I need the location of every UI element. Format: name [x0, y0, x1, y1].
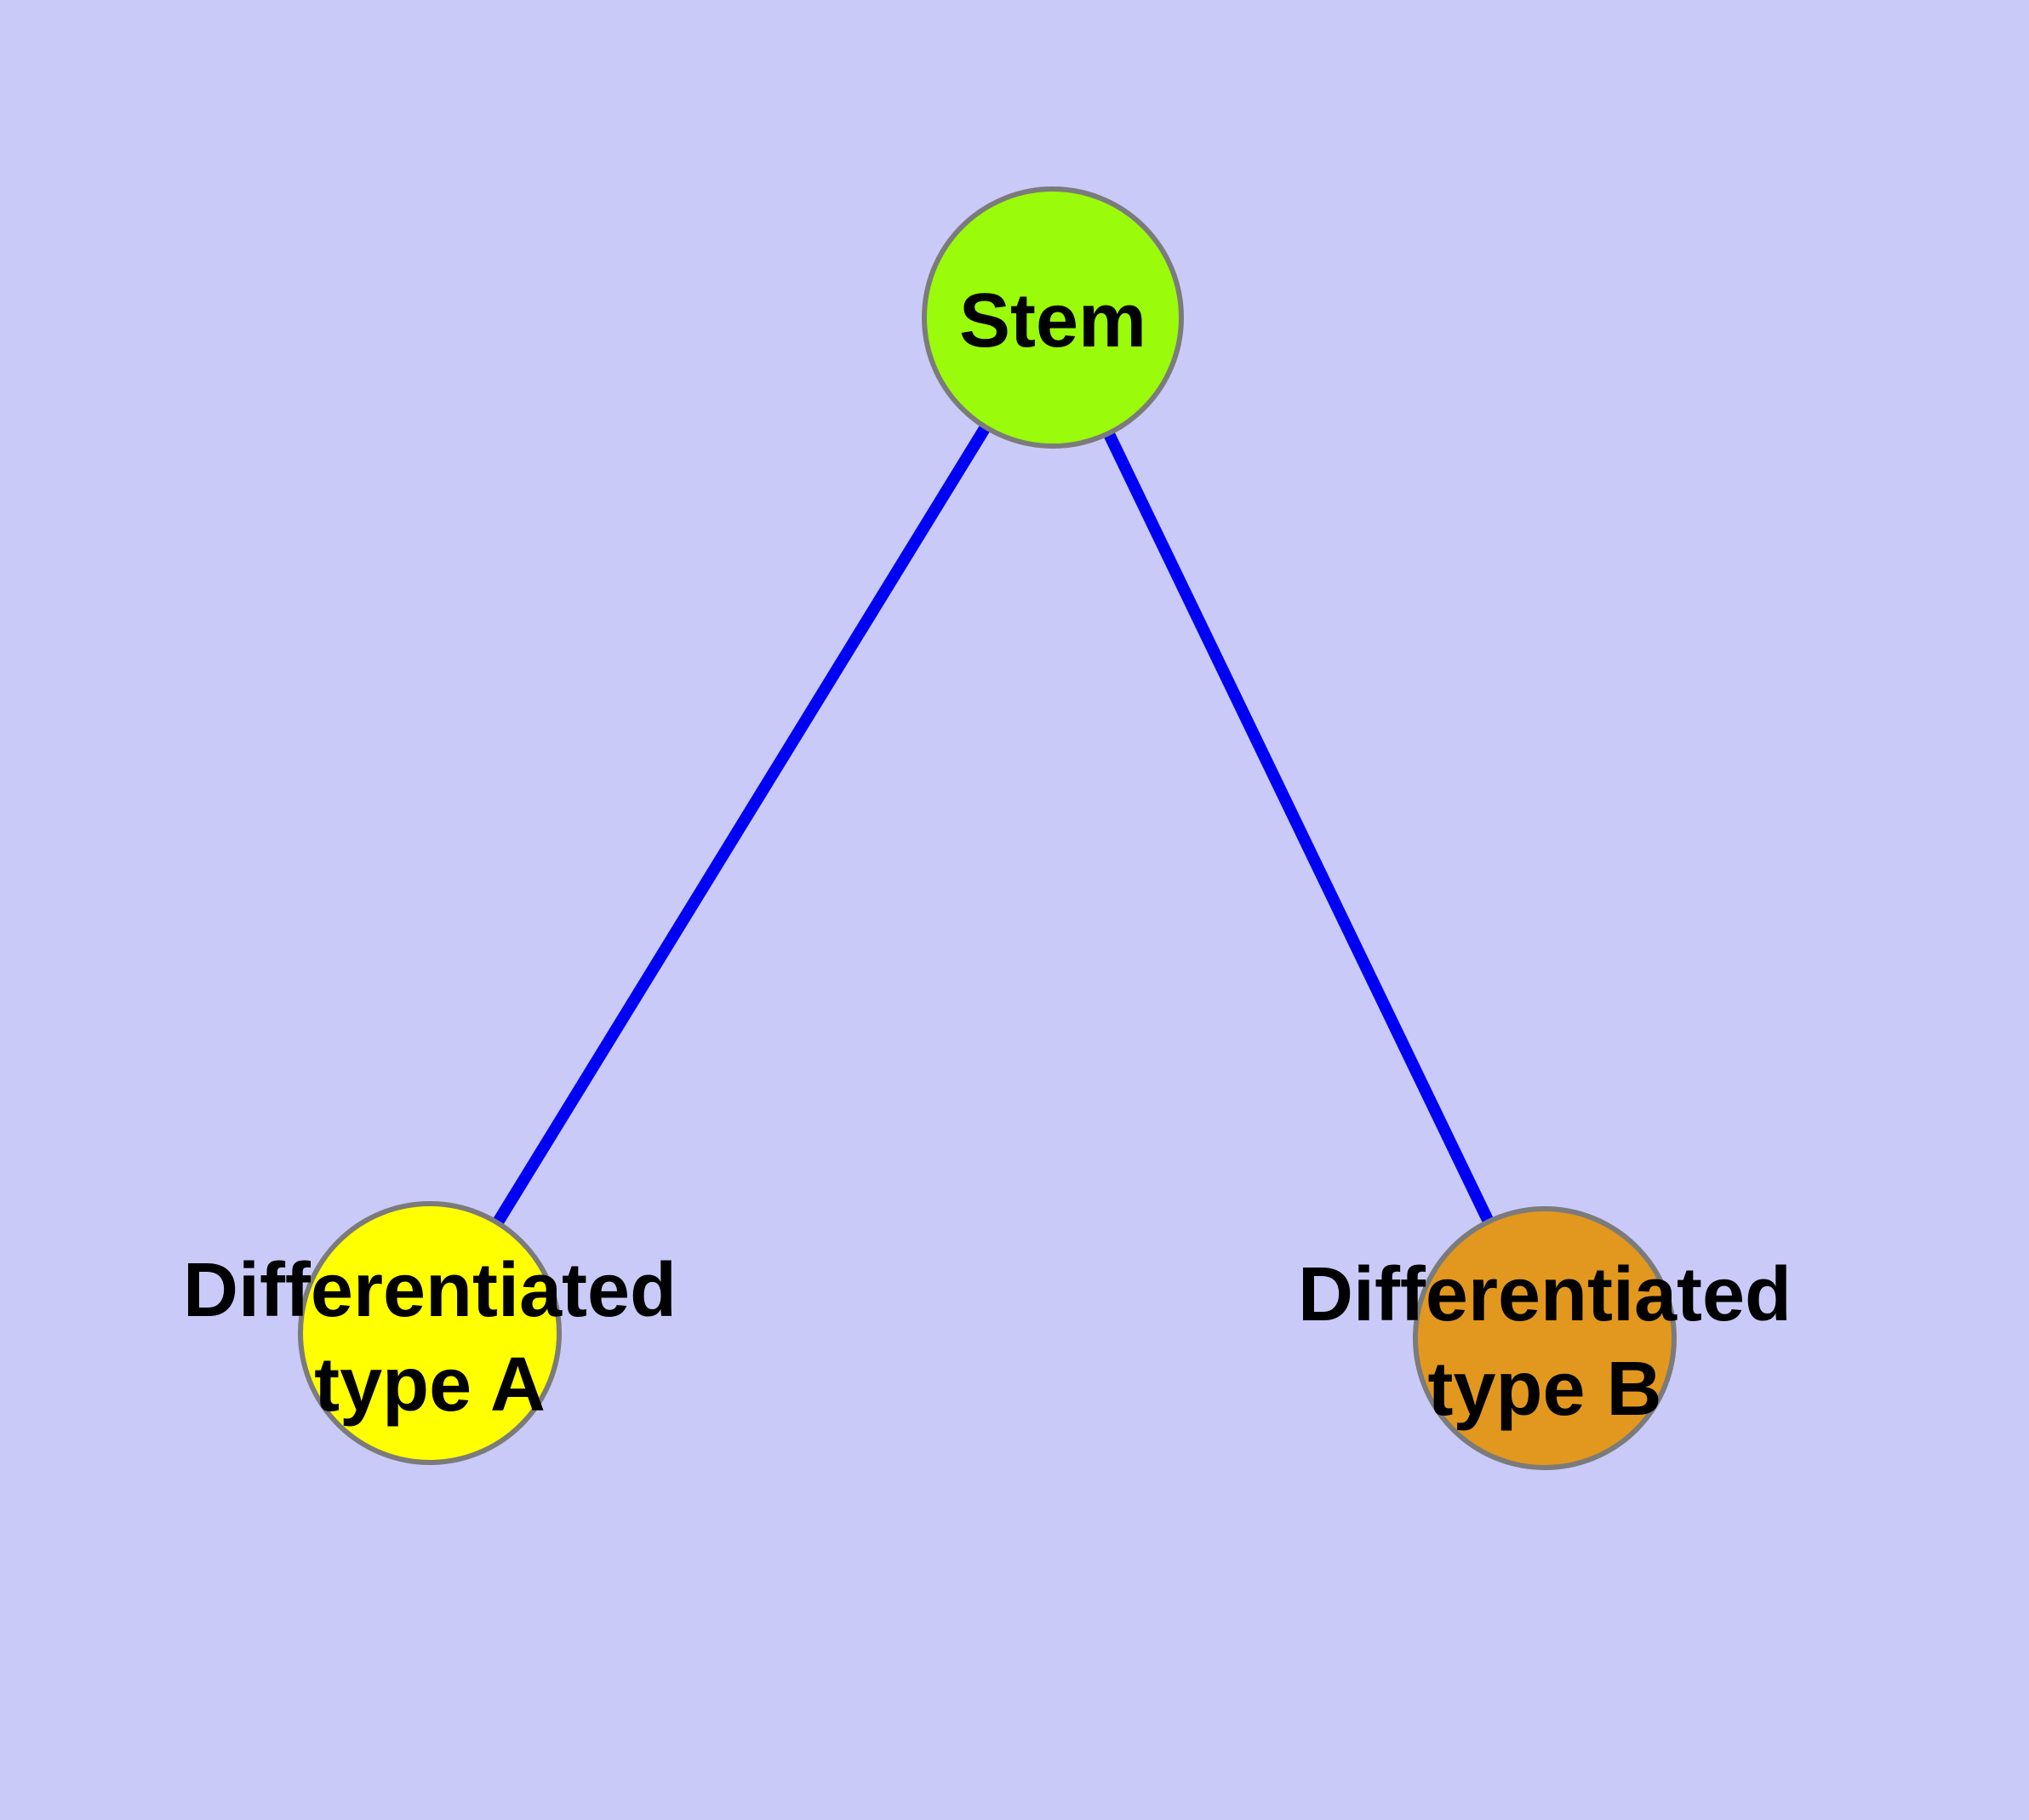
- node-type-b-label-line2: type B: [1427, 1347, 1661, 1432]
- node-type-a-label-line1: Differentiated: [183, 1248, 677, 1333]
- node-stem-label: Stem: [959, 278, 1146, 363]
- node-type-a-label-line2: type A: [314, 1342, 546, 1428]
- node-differentiated-type-a[interactable]: [298, 1201, 562, 1465]
- node-type-b-label-line1: Differentiated: [1298, 1252, 1792, 1337]
- edge-stem-to-type-a[interactable]: [425, 314, 1058, 1336]
- node-differentiated-type-b[interactable]: [1413, 1206, 1677, 1470]
- edge-stem-to-type-b[interactable]: [1047, 314, 1551, 1342]
- node-stem[interactable]: [922, 186, 1184, 449]
